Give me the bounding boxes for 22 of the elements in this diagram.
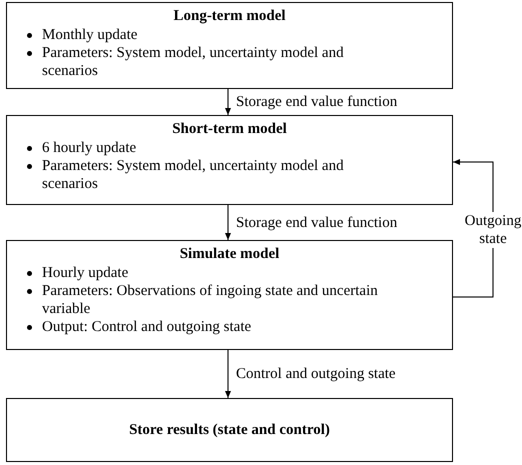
process-box [6, 2, 453, 89]
edge-label: Storage end value function [236, 93, 398, 111]
arrow [225, 88, 231, 116]
bullet-item: Parameters: System model, uncertainty model and scenarios [42, 44, 345, 80]
bullet-item: Monthly update [42, 26, 138, 44]
bullet-item: 6 hourly update [42, 139, 136, 157]
bullet-item: Parameters: System model, uncertainty model and scenarios [42, 157, 345, 193]
box-heading: Simulate model [180, 245, 280, 264]
edge-label: Control and outgoing state [236, 365, 396, 383]
box-heading: Store results (state and control) [129, 420, 330, 440]
bullet-item: Output: Control and outgoing state [42, 318, 252, 336]
box-heading: Long-term model [173, 7, 286, 26]
edge-label: Outgoing state [462, 212, 522, 248]
box-heading: Short-term model [172, 120, 287, 139]
edge-label: Storage end value function [236, 214, 398, 232]
process-box [6, 115, 453, 205]
arrow [225, 350, 231, 398]
process-box [6, 398, 453, 462]
process-box [6, 240, 453, 350]
bullet-item: Parameters: Observations of ingoing state and uncertain variable [42, 282, 379, 318]
arrow [225, 204, 231, 240]
bullet-item: Hourly update [42, 264, 128, 282]
